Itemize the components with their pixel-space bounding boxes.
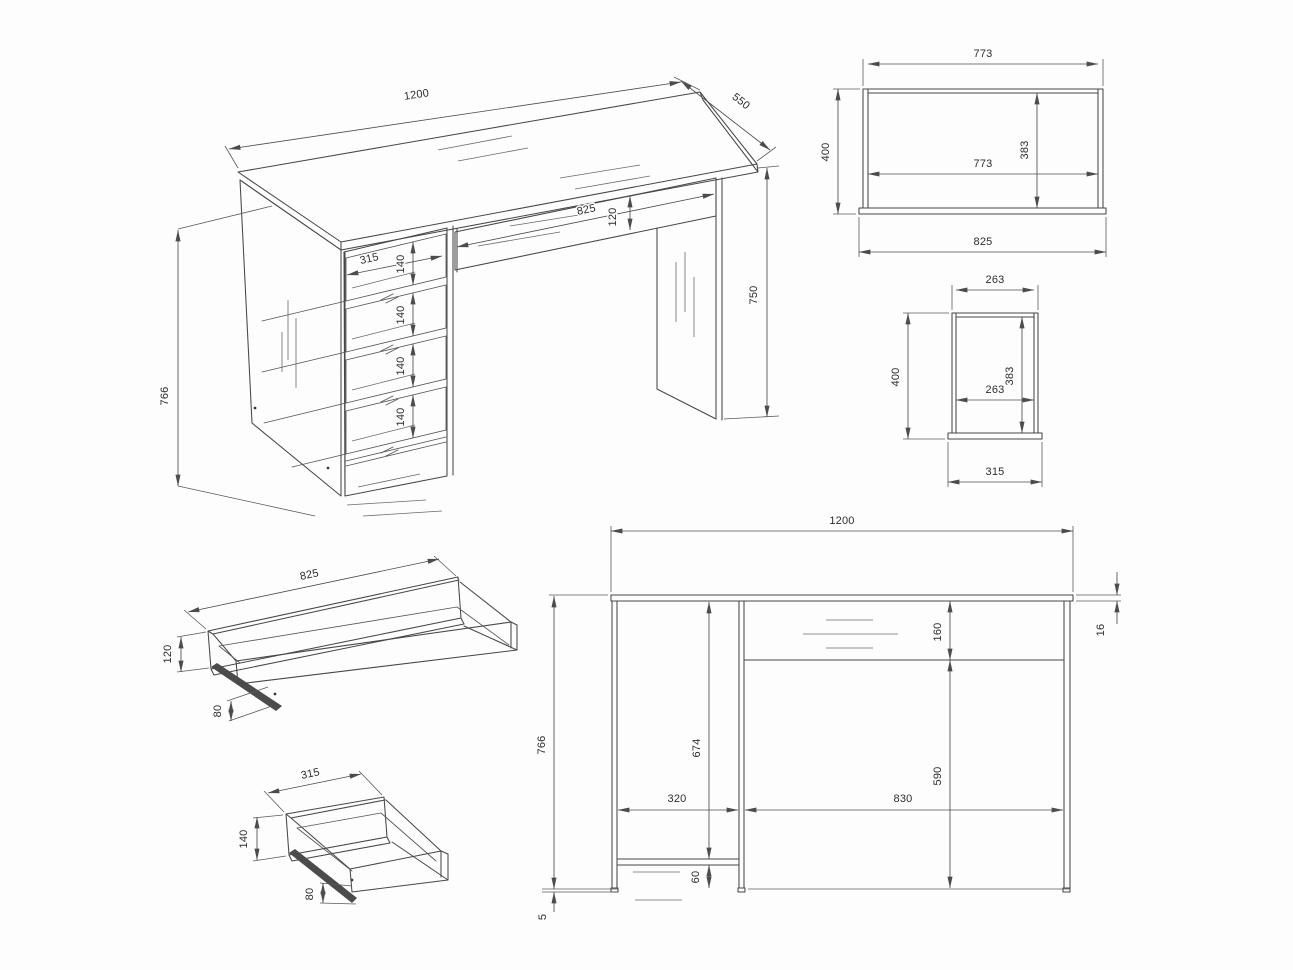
dim-label-el-opening-height: 590 <box>932 767 944 786</box>
dim-label-el-width: 1200 <box>829 515 854 527</box>
dim-label-fn-inner-height: 383 <box>1004 367 1016 386</box>
dim-label-el-pedestal-inner-height: 674 <box>691 739 703 758</box>
dim-label-fw-inner-height: 383 <box>1019 141 1031 160</box>
dim-label-fn-inner-width: 263 <box>986 384 1005 396</box>
dim-label-fw-height: 400 <box>820 143 832 162</box>
dim-label-fn-inner-width-top: 263 <box>986 274 1005 286</box>
view-iso-desk: 1200 550 825 120 315 140 140 140 140 750… <box>158 76 780 517</box>
dim-label-tn-front-height: 140 <box>238 830 250 849</box>
dim-label-tn-side-height: 80 <box>304 888 316 901</box>
dim-label-el-top-thickness: 16 <box>1095 624 1107 637</box>
dim-label-iso-depth: 550 <box>730 91 752 112</box>
dim-label-iso-drawer-height-4: 140 <box>395 408 407 427</box>
dim-label-iso-total-height: 766 <box>159 387 171 406</box>
dim-label-iso-drawer-height-1: 140 <box>395 255 407 274</box>
dim-label-fn-outer-width: 315 <box>986 466 1005 478</box>
dim-label-fw-outer-width: 825 <box>974 236 993 248</box>
dim-label-tn-width: 315 <box>300 766 321 782</box>
dim-label-iso-right-height: 750 <box>748 286 760 305</box>
dim-label-iso-drawer-height-3: 140 <box>395 357 407 376</box>
dim-label-el-pedestal-width: 320 <box>668 793 687 805</box>
dim-label-el-opening-width: 830 <box>894 793 913 805</box>
dim-label-iso-center-drawer-height: 120 <box>607 208 619 227</box>
dim-label-iso-drawer-width: 315 <box>359 251 380 267</box>
view-tray-narrow: 315 140 80 <box>237 765 449 905</box>
dim-label-el-foot-height: 5 <box>537 914 549 920</box>
view-elevation: 1200 766 5 674 60 320 830 160 590 16 <box>535 514 1121 922</box>
dim-label-iso-drawer-height-2: 140 <box>395 306 407 325</box>
dim-label-tw-width: 825 <box>299 567 320 583</box>
dim-label-el-pencil-drawer-height: 160 <box>932 623 944 642</box>
view-frame-wide: 773 400 383 773 825 <box>819 47 1107 257</box>
dim-label-fn-height: 400 <box>890 368 902 387</box>
dim-label-tw-side-height: 80 <box>212 705 224 718</box>
dim-label-el-plinth-height: 60 <box>690 871 702 884</box>
dim-label-tw-front-height: 120 <box>162 645 174 664</box>
view-tray-wide: 825 120 80 <box>161 555 518 722</box>
dim-label-iso-center-drawer-width: 825 <box>576 202 597 218</box>
view-frame-narrow: 263 400 383 263 315 <box>889 273 1043 487</box>
dim-label-el-height: 766 <box>536 736 548 755</box>
dim-label-fw-inner-width-top: 773 <box>974 48 993 60</box>
dim-label-fw-inner-width: 773 <box>974 158 993 170</box>
dim-label-iso-length: 1200 <box>403 87 430 103</box>
